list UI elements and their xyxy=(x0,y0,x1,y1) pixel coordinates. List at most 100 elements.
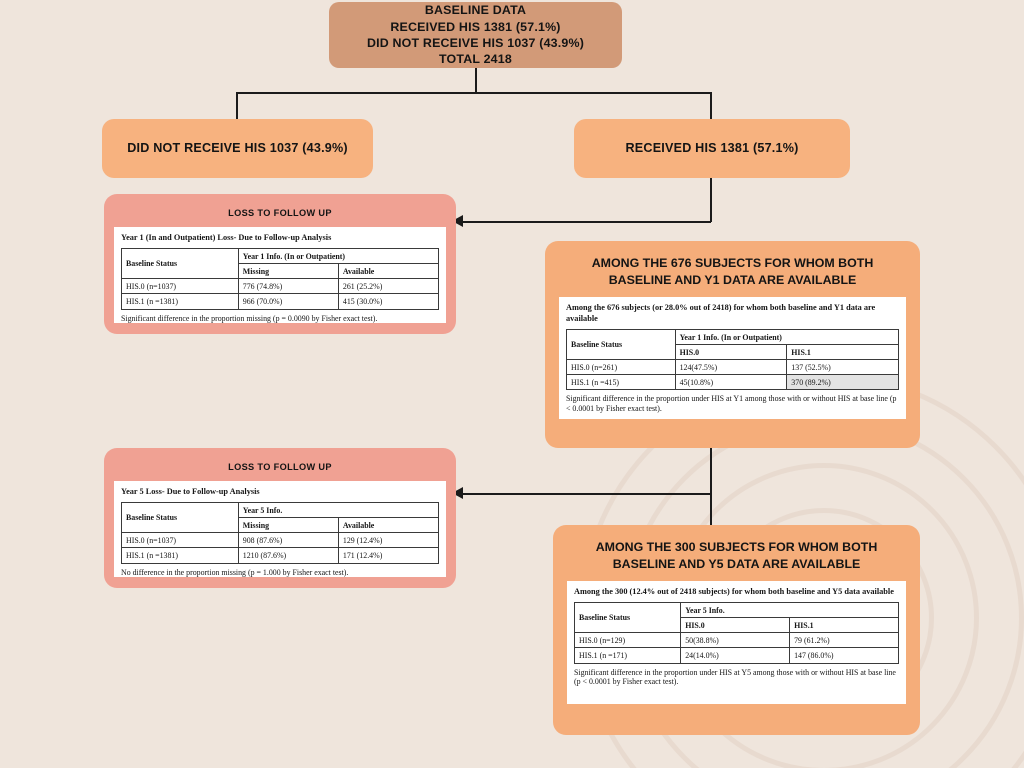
avail-y5-caption: Among the 300 (12.4% out of 2418 subject… xyxy=(574,587,894,597)
loss-y1-sub-a: Missing xyxy=(237,263,339,280)
avail-y1-sub-b: HIS.1 xyxy=(786,344,899,361)
loss-y1-heading: LOSS TO FOLLOW UP xyxy=(228,208,332,218)
table-row: HIS.1 (n =1381) 966 (70.0%) 415 (30.0%) xyxy=(121,293,440,310)
root-box-text: BASELINE DATA RECEIVED HIS 1381 (57.1%) … xyxy=(367,2,584,68)
loss-y1-table: Baseline Status Year 1 Info. (In or Outp… xyxy=(121,248,440,310)
avail-y1-col-group: Year 1 Info. (In or Outpatient) xyxy=(674,329,900,346)
loss-y5-r1-a: 1210 (87.6%) xyxy=(237,547,339,564)
avail-y5-sub-b: HIS.1 xyxy=(789,617,899,634)
loss-y1-r0-b: 261 (25.2%) xyxy=(337,278,440,295)
table-row: HIS.1 (n =1381) 1210 (87.6%) 171 (12.4%) xyxy=(121,547,440,564)
avail-y1-card: Among the 676 subjects (or 28.0% out of … xyxy=(559,297,906,420)
root-line-1: BASELINE DATA xyxy=(424,3,527,18)
loss-y1-r1-status: HIS.1 (n =1381) xyxy=(121,293,239,310)
loss-y1-col-group: Year 1 Info. (In or Outpatient) xyxy=(237,248,440,265)
avail-y1-r0-status: HIS.0 (n=261) xyxy=(566,359,676,376)
avail-y1-note: Significant difference in the proportion… xyxy=(566,394,897,414)
table-row: HIS.0 (n=1037) 908 (87.6%) 129 (12.4%) xyxy=(121,532,440,549)
table-subheader-row: Missing Available xyxy=(122,517,440,534)
loss-y5-r1-b: 171 (12.4%) xyxy=(337,547,440,564)
connector-branch-left-down xyxy=(236,92,238,119)
avail-y1-heading-line2: BASELINE AND Y1 DATA ARE AVAILABLE xyxy=(608,272,857,287)
loss-y1-card: Year 1 (In and Outpatient) Loss- Due to … xyxy=(114,227,446,324)
avail-y5-card: Among the 300 (12.4% out of 2418 subject… xyxy=(567,581,906,705)
connector-branch-right-down xyxy=(710,92,712,119)
panel-loss-to-follow-up-year1[interactable]: LOSS TO FOLLOW UP Year 1 (In and Outpati… xyxy=(104,194,456,334)
avail-y1-r1-b: 370 (89.2%) xyxy=(786,374,899,391)
avail-y5-heading: AMONG THE 300 SUBJECTS FOR WHOM BOTH BAS… xyxy=(567,539,906,572)
root-box-baseline-data[interactable]: BASELINE DATA RECEIVED HIS 1381 (57.1%) … xyxy=(329,2,622,68)
avail-y5-r1-status: HIS.1 (n =171) xyxy=(573,647,682,664)
connector-y1-down-y5 xyxy=(710,448,712,526)
avail-y1-col-status: Baseline Status xyxy=(566,329,676,361)
avail-y5-col-status: Baseline Status xyxy=(573,602,682,634)
connector-root-down xyxy=(475,68,477,93)
connector-received-down-y1 xyxy=(710,178,712,222)
avail-y1-r0-b: 137 (52.5%) xyxy=(786,359,899,376)
loss-y5-caption: Year 5 Loss- Due to Follow-up Analysis xyxy=(121,487,260,497)
avail-y1-heading: AMONG THE 676 SUBJECTS FOR WHOM BOTH BAS… xyxy=(559,255,906,288)
table-header-row: Baseline Status Year 1 Info. (In or Outp… xyxy=(566,329,900,361)
loss-y5-sub-b: Available xyxy=(337,517,440,534)
table-header-row: Baseline Status Year 5 Info. xyxy=(121,502,440,534)
avail-y1-r1-a: 45(10.8%) xyxy=(674,374,788,391)
avail-y1-caption: Among the 676 subjects (or 28.0% out of … xyxy=(566,303,876,324)
avail-y1-heading-line1: AMONG THE 676 SUBJECTS FOR WHOM BOTH xyxy=(591,256,874,270)
connector-split-bar xyxy=(236,92,711,94)
arrow-head-y5 xyxy=(452,487,463,499)
branch-label-0: DID NOT RECEIVE HIS 1037 (43.9%) xyxy=(127,141,348,156)
connector-arrow-y1-line xyxy=(462,221,711,223)
avail-y5-heading-line2: BASELINE AND Y5 DATA ARE AVAILABLE xyxy=(612,556,861,571)
avail-y5-sub-a: HIS.0 xyxy=(680,617,791,634)
table-row: HIS.1 (n =171) 24(14.0%) 147 (86.0%) xyxy=(573,647,899,664)
loss-y5-r0-b: 129 (12.4%) xyxy=(337,532,440,549)
avail-y1-table: Baseline Status Year 1 Info. (In or Outp… xyxy=(566,329,900,391)
loss-y5-note: No difference in the proportion missing … xyxy=(121,567,349,577)
avail-y5-table: Baseline Status Year 5 Info. HIS.0 HIS.1… xyxy=(573,602,899,664)
loss-y1-r1-a: 966 (70.0%) xyxy=(237,293,339,310)
avail-y5-r0-status: HIS.0 (n=129) xyxy=(573,632,682,649)
panel-among-300-y5-available[interactable]: AMONG THE 300 SUBJECTS FOR WHOM BOTH BAS… xyxy=(553,525,920,735)
loss-y5-r0-a: 908 (87.6%) xyxy=(237,532,339,549)
panel-loss-to-follow-up-year5[interactable]: LOSS TO FOLLOW UP Year 5 Loss- Due to Fo… xyxy=(104,448,456,588)
loss-y5-card: Year 5 Loss- Due to Follow-up Analysis B… xyxy=(114,481,446,578)
avail-y5-r1-b: 147 (86.0%) xyxy=(789,647,899,664)
loss-y1-caption: Year 1 (In and Outpatient) Loss- Due to … xyxy=(121,233,332,243)
table-header-row: Baseline Status Year 5 Info. xyxy=(573,602,899,634)
avail-y5-r0-a: 50(38.8%) xyxy=(680,632,791,649)
branch-box-received-his[interactable]: RECEIVED HIS 1381 (57.1%) xyxy=(574,119,850,178)
avail-y1-sub-a: HIS.0 xyxy=(674,344,788,361)
root-line-3: DID NOT RECEIVE HIS 1037 (43.9%) xyxy=(366,36,585,50)
branch-label-1: RECEIVED HIS 1381 (57.1%) xyxy=(625,141,799,156)
loss-y5-table: Baseline Status Year 5 Info. Missing Ava… xyxy=(121,502,440,564)
avail-y5-r0-b: 79 (61.2%) xyxy=(789,632,899,649)
table-row: HIS.1 (n =415) 45(10.8%) 370 (89.2%) xyxy=(566,374,899,391)
loss-y5-r1-status: HIS.1 (n =1381) xyxy=(121,547,239,564)
arrow-head-y1 xyxy=(452,215,463,227)
branch-box-did-not-receive-his[interactable]: DID NOT RECEIVE HIS 1037 (43.9%) xyxy=(102,119,373,178)
table-row: HIS.0 (n=261) 124(47.5%) 137 (52.5%) xyxy=(566,359,899,376)
table-row: HIS.0 (n=1037) 776 (74.8%) 261 (25.2%) xyxy=(121,278,440,295)
loss-y5-heading: LOSS TO FOLLOW UP xyxy=(228,462,332,472)
avail-y1-r0-a: 124(47.5%) xyxy=(674,359,788,376)
loss-y1-note: Significant difference in the proportion… xyxy=(121,313,378,323)
avail-y5-note: Significant difference in the proportion… xyxy=(574,667,896,687)
loss-y5-r0-status: HIS.0 (n=1037) xyxy=(121,532,239,549)
loss-y1-r1-b: 415 (30.0%) xyxy=(337,293,440,310)
loss-y1-sub-b: Available xyxy=(337,263,440,280)
table-subheader-row: HIS.0 HIS.1 xyxy=(575,617,899,634)
avail-y5-heading-line1: AMONG THE 300 SUBJECTS FOR WHOM BOTH xyxy=(595,540,878,554)
loss-y5-col-group: Year 5 Info. xyxy=(237,502,440,519)
avail-y5-r1-a: 24(14.0%) xyxy=(680,647,791,664)
panel-among-676-y1-available[interactable]: AMONG THE 676 SUBJECTS FOR WHOM BOTH BAS… xyxy=(545,241,920,448)
loss-y1-r0-status: HIS.0 (n=1037) xyxy=(121,278,239,295)
loss-y5-col-status: Baseline Status xyxy=(121,502,239,534)
table-header-row: Baseline Status Year 1 Info. (In or Outp… xyxy=(121,248,440,280)
avail-y5-col-group: Year 5 Info. xyxy=(680,602,899,619)
loss-y5-sub-a: Missing xyxy=(237,517,339,534)
loss-y1-col-status: Baseline Status xyxy=(121,248,239,280)
connector-arrow-y5-line xyxy=(462,493,711,495)
avail-y1-r1-status: HIS.1 (n =415) xyxy=(566,374,676,391)
loss-y1-r0-a: 776 (74.8%) xyxy=(237,278,339,295)
